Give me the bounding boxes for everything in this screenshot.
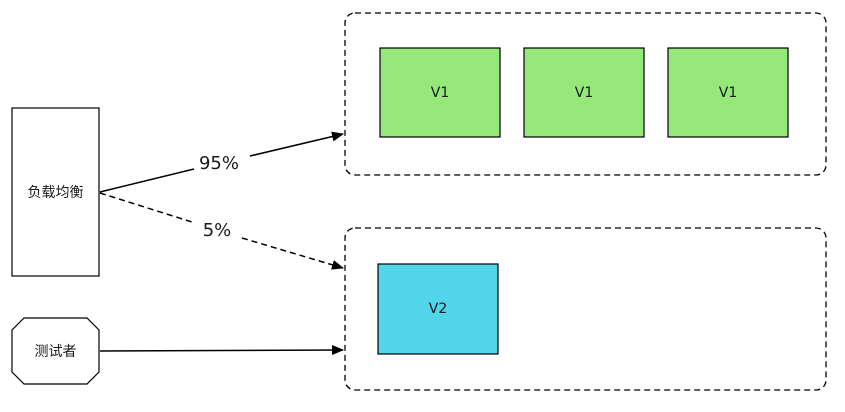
tester-label: 测试者 xyxy=(34,344,77,360)
edge-lb-to-v2-segment-2 xyxy=(241,237,344,270)
v1-group-container xyxy=(344,12,827,176)
v1-instance-label-3: V1 xyxy=(718,84,738,101)
edge-lb-to-v2-segment-1 xyxy=(99,192,193,223)
v1-instance-label-1: V1 xyxy=(430,84,450,101)
edge-label-5-percent: 5% xyxy=(202,219,232,241)
v2-instance-box xyxy=(377,263,499,355)
v1-instance-box-2 xyxy=(523,47,645,138)
load-balancer-box xyxy=(11,107,100,277)
edge-lb-to-v1-segment-2 xyxy=(249,131,344,157)
v1-instance-box-1 xyxy=(379,47,501,138)
load-balancer-label: 负载均衡 xyxy=(27,185,84,201)
v1-instance-label-2: V1 xyxy=(574,84,594,101)
v2-group-container xyxy=(344,227,827,391)
v2-instance-label: V2 xyxy=(428,301,448,317)
edge-label-95-percent: 95% xyxy=(198,152,239,174)
edge-lb-to-v1-segment-1 xyxy=(99,168,195,193)
v1-instance-box-3 xyxy=(667,47,789,138)
edge-tester-to-v2 xyxy=(99,345,344,356)
tester-octagon xyxy=(11,317,100,385)
